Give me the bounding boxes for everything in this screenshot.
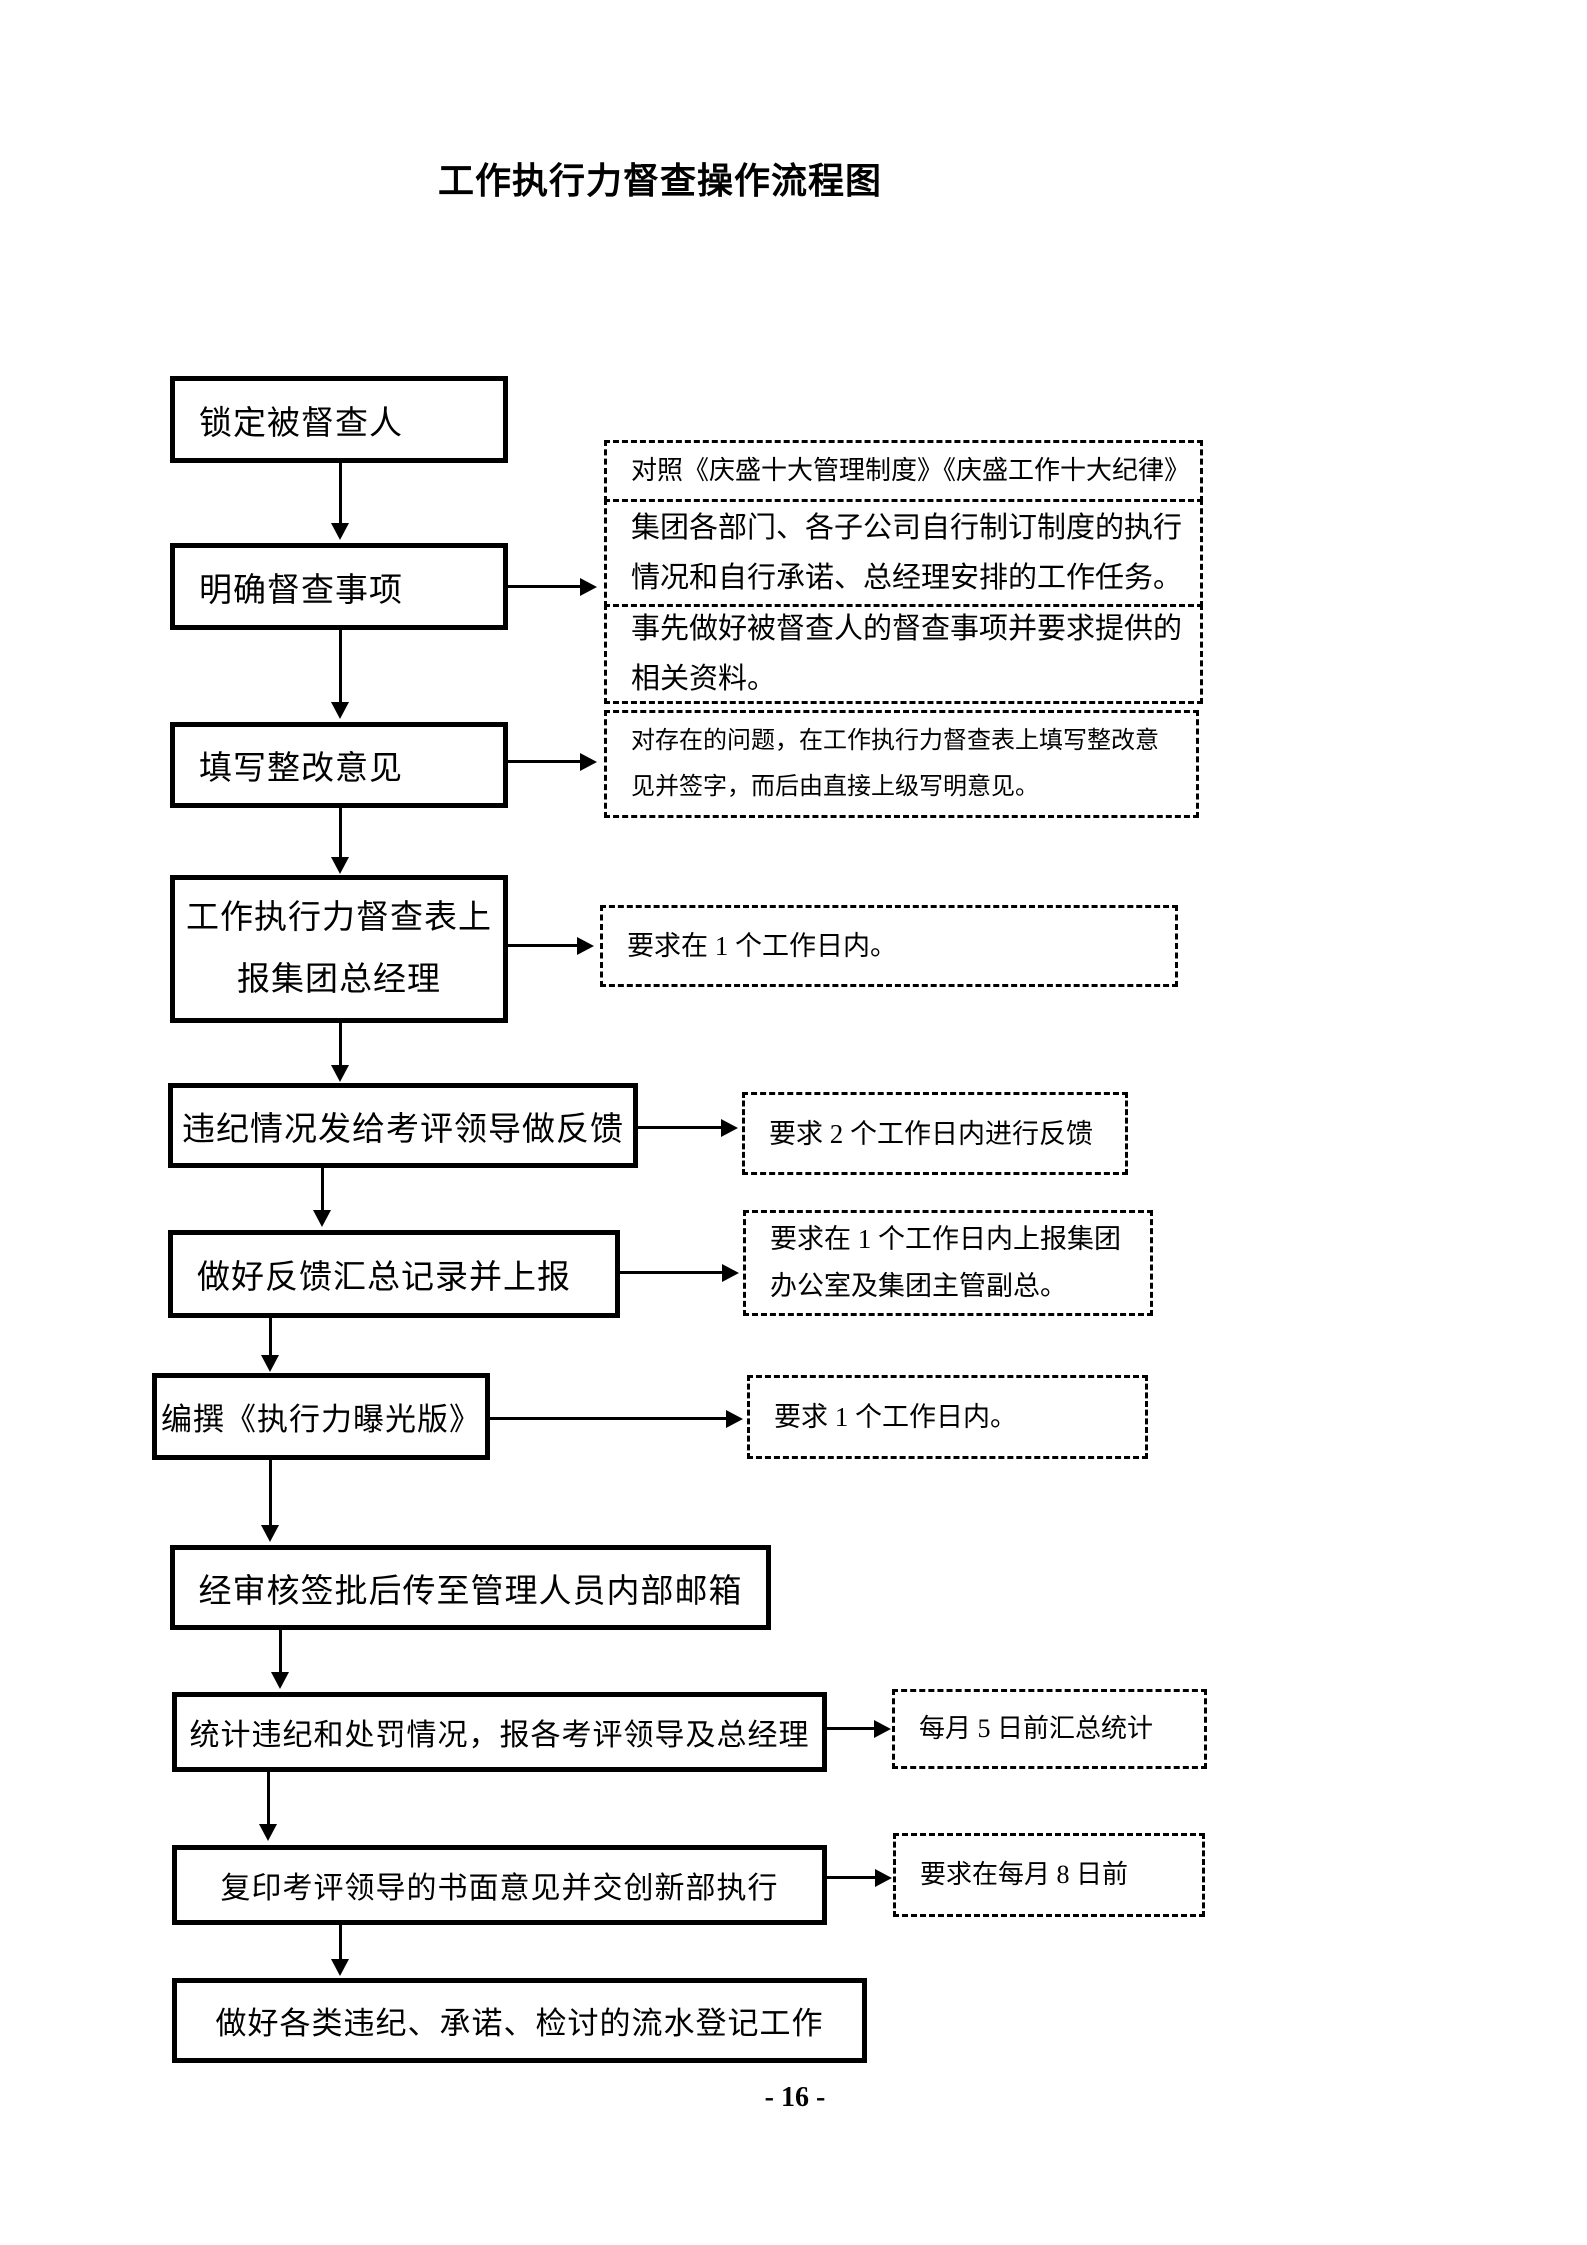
flow-step-register-log: 做好各类违纪、承诺、检讨的流水登记工作 [172,1978,867,2063]
annotation-label: 对存在的问题，在工作执行力督查表上填写整改意见并签字，而后由直接上级写明意见。 [631,728,1159,800]
annotation-scope-note: 集团各部门、各子公司自行制订制度的执行情况和自行承诺、总经理安排的工作任务。 [604,499,1203,607]
flow-step-label: 编撰《执行力曝光版》 [161,1402,481,1437]
annotation-label: 要求在 1 个工作日内。 [627,931,897,961]
page-title: 工作执行力督查操作流程图 [437,160,882,201]
flow-step-label: 锁定被督查人 [199,405,403,442]
annotation-deadline-1-workday-2: 要求 1 个工作日内。 [747,1375,1148,1459]
flow-step-label: 做好各类违纪、承诺、检讨的流水登记工作 [215,2006,824,2041]
flow-step-feedback-record: 做好反馈汇总记录并上报 [168,1230,620,1318]
annotation-reference-rules: 对照《庆盛十大管理制度》《庆盛工作十大纪律》 [604,440,1203,502]
flow-step-label-line2: 报集团总经理 [237,962,441,998]
flow-step-label: 明确督查事项 [199,572,403,609]
flow-step-label: 填写整改意见 [199,751,403,787]
page-number: - 16 - [764,2082,826,2113]
annotation-deadline-2-workday-feedback: 要求 2 个工作日内进行反馈 [742,1092,1128,1175]
flow-step-copy-opinions: 复印考评领导的书面意见并交创新部执行 [172,1845,827,1925]
flow-step-label-line1: 工作执行力督查表上 [186,900,492,936]
flow-step-label: 违纪情况发给考评领导做反馈 [182,1111,624,1148]
annotation-monthly-8th-deadline: 要求在每月 8 日前 [893,1833,1205,1917]
annotation-monthly-5th-summary: 每月 5 日前汇总统计 [892,1689,1207,1769]
annotation-label: 事先做好被督查人的督查事项并要求提供的相关资料。 [631,613,1183,695]
flow-step-notify-leaders: 违纪情况发给考评领导做反馈 [168,1083,638,1168]
flow-step-label: 统计违纪和处罚情况，报各考评领导及总经理 [189,1719,810,1752]
flow-step-clarify-items: 明确督查事项 [170,543,508,630]
annotation-deadline-1-workday: 要求在 1 个工作日内。 [600,905,1178,987]
annotation-deadline-1-workday-report: 要求在 1 个工作日内上报集团办公室及集团主管副总。 [743,1210,1153,1316]
annotation-label: 要求 1 个工作日内。 [774,1402,1017,1432]
annotation-label: 集团各部门、各子公司自行制订制度的执行情况和自行承诺、总经理安排的工作任务。 [631,512,1183,594]
annotation-label: 对照《庆盛十大管理制度》《庆盛工作十大纪律》 [631,456,1191,485]
flow-step-label: 经审核签批后传至管理人员内部邮箱 [198,1573,743,1610]
flow-step-fill-rectification: 填写整改意见 [170,722,508,808]
annotation-label: 要求在 1 个工作日内上报集团办公室及集团主管副总。 [770,1224,1121,1301]
annotation-label: 每月 5 日前汇总统计 [919,1714,1154,1743]
flow-step-label: 复印考评领导的书面意见并交创新部执行 [220,1872,779,1905]
flow-step-monthly-stats: 统计违纪和处罚情况，报各考评领导及总经理 [172,1692,827,1772]
flow-step-compile-exposure: 编撰《执行力曝光版》 [152,1373,490,1460]
flow-step-label: 做好反馈汇总记录并上报 [197,1260,571,1296]
annotation-label: 要求在每月 8 日前 [920,1860,1129,1889]
annotation-label: 要求 2 个工作日内进行反馈 [769,1118,1093,1149]
annotation-prepare-note: 事先做好被督查人的督查事项并要求提供的相关资料。 [604,604,1203,704]
flow-step-email-managers: 经审核签批后传至管理人员内部邮箱 [170,1545,771,1630]
annotation-rectification-note: 对存在的问题，在工作执行力督查表上填写整改意见并签字，而后由直接上级写明意见。 [604,710,1199,818]
flow-step-lock-target: 锁定被督查人 [170,376,508,463]
flow-step-report-gm: 工作执行力督查表上 报集团总经理 [170,875,508,1023]
